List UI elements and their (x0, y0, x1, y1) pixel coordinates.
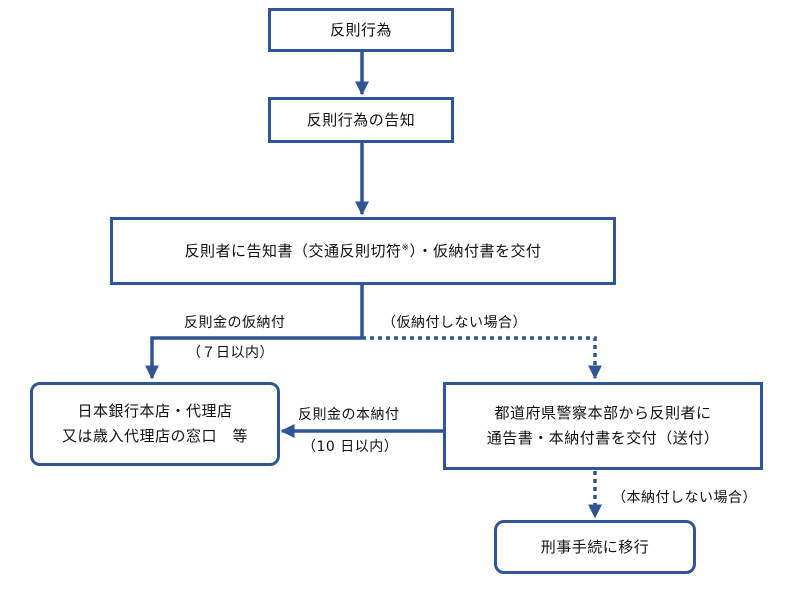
label-no-provisional: （仮納付しない場合） (382, 315, 527, 331)
node-deliver-ticket: 反則者に告知書（交通反則切符※）・仮納付書を交付 (110, 217, 616, 285)
node-criminal-procedure: 刑事手続に移行 (494, 520, 696, 574)
arrow-to-police-dotted (362, 336, 602, 380)
node-violation-notice: 反則行為の告知 (268, 97, 454, 143)
node-violation-act-label: 反則行為 (329, 20, 392, 39)
label-provisional-payment: 反則金の仮納付 (184, 315, 286, 331)
node-bank-counter-label: 日本銀行本店・代理店 又は歳入代理店の窓口 等 (61, 402, 248, 445)
arrow-to-bank (145, 336, 362, 380)
label-final-payment: 反則金の本納付 (298, 407, 400, 423)
node-bank-counter: 日本銀行本店・代理店 又は歳入代理店の窓口 等 (30, 382, 280, 466)
node-police-notification: 都道府県警察本部から反則者に 通告書・本納付書を交付（送付） (443, 382, 763, 470)
node-police-notification-label: 都道府県警察本部から反則者に 通告書・本納付書を交付（送付） (486, 404, 720, 447)
node-criminal-procedure-label: 刑事手続に移行 (540, 537, 650, 556)
label-final-deadline: （10 日以内） (302, 439, 399, 455)
node-violation-notice-label: 反則行為の告知 (306, 110, 416, 129)
deliver-text-main: 反則者に告知書（交通反則切符 (184, 241, 402, 260)
deliver-footnote-mark: ※ (401, 242, 410, 253)
node-deliver-ticket-label: 反則者に告知書（交通反則切符※）・仮納付書を交付 (184, 239, 541, 264)
deliver-text-rest: ）・仮納付書を交付 (409, 241, 542, 260)
label-no-final: （本納付しない場合） (612, 490, 757, 506)
label-provisional-deadline: （７日以内） (187, 345, 274, 361)
node-violation-act: 反則行為 (268, 8, 454, 52)
